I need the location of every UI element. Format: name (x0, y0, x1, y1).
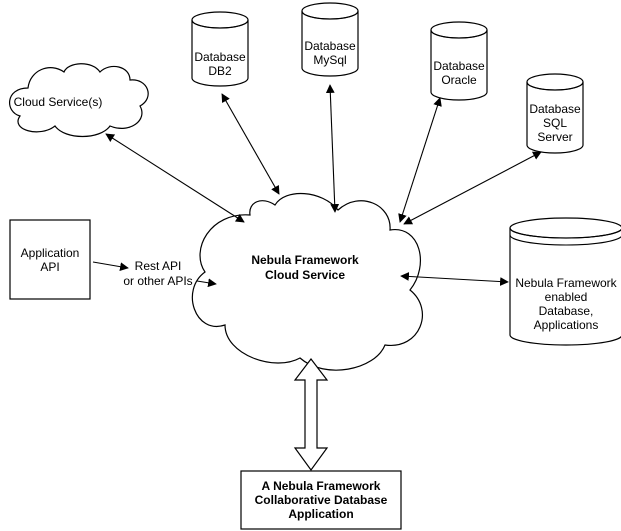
nebula-db-label-line-1: Nebula Framework (515, 276, 617, 290)
application-api-label-line-1: Application (21, 246, 80, 260)
nebula-enabled-database-node: Nebula Framework enabled Database, Appli… (509, 217, 621, 346)
nebula-cloud-label-line-1: Nebula Framework (251, 253, 359, 267)
edge-api-nebula-2 (196, 278, 217, 288)
edge-api-nebula (92, 261, 129, 271)
oracle-label-line-2: Oracle (441, 73, 477, 87)
nebula-db-label-line-2: enabled (545, 290, 588, 304)
edge-mysql-nebula (325, 84, 340, 213)
database-sqlserver-node: Database SQL Server (526, 73, 584, 154)
cloud-services-node: Cloud Service(s) (9, 63, 149, 137)
database-db2-node: Database DB2 (191, 11, 249, 87)
edge-db2-nebula (221, 93, 280, 195)
cloud-services-label: Cloud Service(s) (14, 95, 103, 109)
application-api-node: Application API (9, 219, 91, 300)
sqlserver-label-line-1: Database (529, 102, 581, 116)
collab-app-label-line-3: Application (288, 507, 353, 521)
database-mysql-node: Database MySql (301, 2, 359, 77)
oracle-label-line-1: Database (433, 59, 485, 73)
mysql-label-line-1: Database (304, 39, 356, 53)
edge-cloudservices-nebula (105, 133, 245, 223)
collaborative-app-node: A Nebula Framework Collaborative Databas… (240, 470, 402, 530)
edge-nebula-enableddb (400, 272, 509, 286)
edge-oracle-nebula (398, 97, 442, 223)
rest-api-label-line-2: or other APIs (123, 274, 192, 288)
rest-api-label-line-1: Rest API (135, 259, 182, 273)
hollow-double-arrow (293, 358, 329, 472)
collab-app-label-line-2: Collaborative Database (255, 493, 388, 507)
db2-label-line-1: Database (194, 50, 246, 64)
edge-sqlserver-nebula (403, 151, 542, 225)
nebula-db-label-line-4: Applications (534, 318, 599, 332)
collab-app-label-line-1: A Nebula Framework (262, 479, 381, 493)
sqlserver-label-line-2: SQL (543, 116, 567, 130)
nebula-cloud-service-node: Nebula Framework Cloud Service (191, 193, 423, 371)
nebula-cloud-label-line-2: Cloud Service (265, 268, 345, 282)
db2-label-line-2: DB2 (208, 64, 232, 78)
application-api-label-line-2: API (40, 260, 59, 274)
nebula-db-label-line-3: Database, (539, 304, 594, 318)
mysql-label-line-2: MySql (313, 53, 346, 67)
database-oracle-node: Database Oracle (430, 21, 488, 101)
sqlserver-label-line-3: Server (537, 130, 572, 144)
